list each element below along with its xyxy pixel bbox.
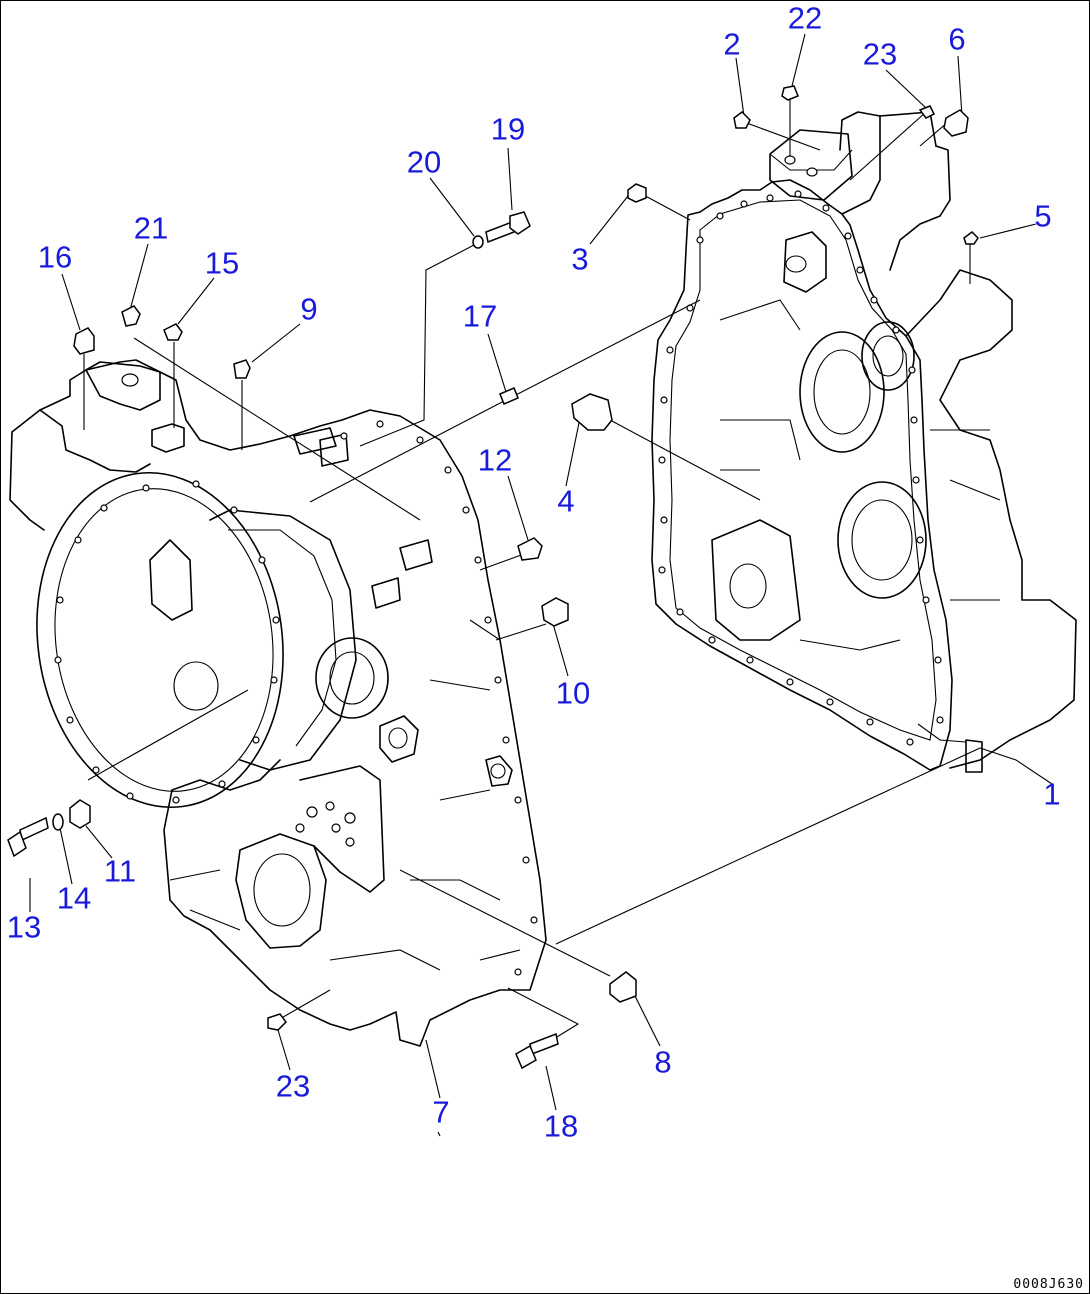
leader-lines: [29, 33, 1053, 1137]
bolt-hole: [676, 608, 684, 616]
bolt-hole: [910, 416, 918, 424]
bolt-hole: [66, 716, 74, 724]
callout-14: 14: [56, 880, 92, 916]
bolt-hole: [340, 432, 348, 440]
bolt-hole: [474, 556, 482, 564]
bolt-hole: [54, 656, 62, 664]
bolt-hole: [514, 968, 522, 976]
bolt-hole: [258, 556, 266, 564]
bolt-hole: [514, 796, 522, 804]
bolt-hole: [856, 266, 864, 274]
bolt-hole: [906, 738, 914, 746]
bolt-hole: [142, 484, 150, 492]
callout-23: 23: [862, 36, 898, 72]
bolt-hole: [192, 480, 200, 488]
bolt-hole: [786, 678, 794, 686]
bolt-hole: [934, 656, 942, 664]
bolt-hole: [892, 326, 900, 334]
bolt-hole: [740, 200, 748, 208]
small-parts: [7, 85, 979, 1070]
bolt-hole: [416, 436, 424, 444]
front-housing-7: [9, 359, 547, 1047]
callout-2: 2: [723, 26, 741, 62]
bolt-hole: [908, 366, 916, 374]
bolt-hole: [100, 504, 108, 512]
callout-10: 10: [555, 675, 591, 711]
bolt-hole: [766, 194, 774, 202]
callout-6: 6: [948, 21, 966, 57]
bolt-hole: [936, 716, 944, 724]
bolt-hole: [92, 766, 100, 774]
bolt-hole: [376, 420, 384, 428]
bolt-hole: [912, 476, 920, 484]
bolt-hole: [660, 396, 668, 404]
callout-9: 9: [300, 291, 318, 327]
bolt-hole: [230, 506, 238, 514]
callout-7: 7: [432, 1094, 450, 1130]
bolt-hole: [666, 346, 674, 354]
callout-4: 4: [557, 483, 575, 519]
bolt-hole: [658, 456, 666, 464]
callout-5: 5: [1034, 198, 1052, 234]
bolt-hole: [866, 718, 874, 726]
callout-15: 15: [204, 245, 240, 281]
bolt-hole: [822, 204, 830, 212]
bolt-hole: [74, 536, 82, 544]
callout-12: 12: [477, 442, 513, 478]
bolt-hole: [794, 190, 802, 198]
callout-21: 21: [133, 210, 169, 246]
bolt-hole: [494, 676, 502, 684]
drawing-code: 0008J630: [1013, 1277, 1084, 1292]
bolt-hole: [844, 232, 852, 240]
bolt-hole: [696, 236, 704, 244]
bolt-hole: [708, 636, 716, 644]
bolt-hole: [272, 616, 280, 624]
bolt-hole: [56, 596, 64, 604]
bolt-hole: [252, 736, 260, 744]
bolt-hole: [922, 596, 930, 604]
bolt-hole: [660, 516, 668, 524]
bolt-hole: [484, 616, 492, 624]
callout-17: 17: [462, 298, 498, 334]
callout-20: 20: [406, 144, 442, 180]
bolt-hole: [916, 536, 924, 544]
bolt-hole: [522, 856, 530, 864]
bolt-hole: [502, 736, 510, 744]
bolt-hole: [126, 792, 134, 800]
callout-23: 23: [275, 1068, 311, 1104]
callout-16: 16: [37, 239, 73, 275]
bolt-hole: [172, 796, 180, 804]
bolt-hole: [746, 656, 754, 664]
callout-19: 19: [490, 111, 526, 147]
callout-3: 3: [571, 241, 589, 277]
bolt-hole: [826, 698, 834, 706]
callout-8: 8: [654, 1044, 672, 1080]
callout-18: 18: [543, 1108, 579, 1144]
callout-1: 1: [1043, 776, 1061, 812]
bolt-hole: [270, 676, 278, 684]
rear-housing-1: [651, 111, 1077, 773]
bolt-hole: [870, 296, 878, 304]
bolt-hole: [444, 466, 452, 474]
callout-13: 13: [6, 909, 42, 945]
bolt-hole: [658, 566, 666, 574]
bolt-hole: [462, 506, 470, 514]
bolt-hole: [716, 212, 724, 220]
callout-11: 11: [103, 853, 137, 889]
bolt-hole: [530, 916, 538, 924]
callout-22: 22: [787, 0, 823, 36]
bolt-hole: [218, 780, 226, 788]
